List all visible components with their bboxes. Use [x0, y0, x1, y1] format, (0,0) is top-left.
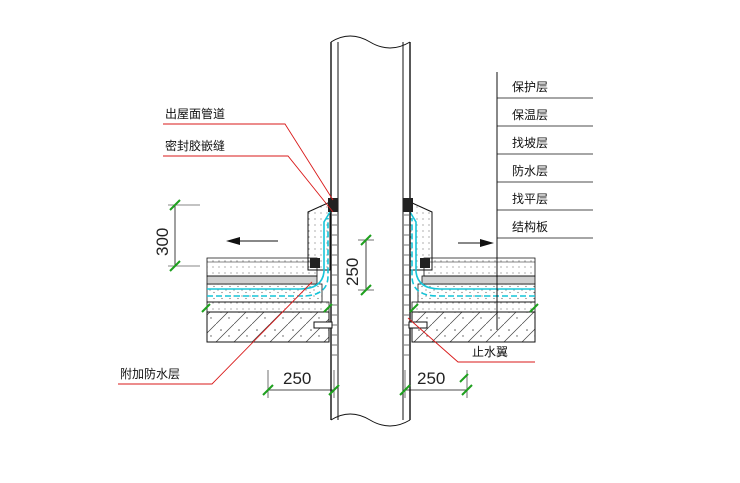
- water-stop-wing: [313, 321, 428, 329]
- waterproof-membrane: [207, 211, 535, 297]
- dimension-250-left: 250: [262, 369, 340, 398]
- layer-legend: 保护层 保温层 找坡层 防水层 找平层 结构板: [496, 72, 593, 330]
- slope-arrow-left: [226, 237, 278, 245]
- dim-label-300: 300: [153, 228, 172, 256]
- dim-label-250-left: 250: [283, 369, 311, 388]
- upstand-left: [307, 201, 331, 271]
- label-sealant: 密封胶嵌缝: [165, 138, 225, 153]
- dim-label-250-vertical: 250: [343, 258, 362, 286]
- label-extra-waterproof: 附加防水层: [120, 366, 180, 381]
- layer-label-slope: 找坡层: [512, 136, 548, 150]
- upstand-right: [409, 201, 433, 271]
- dim-label-250-right: 250: [417, 369, 445, 388]
- roof-slab-right: [411, 257, 536, 343]
- label-pipe: 出屋面管道: [165, 106, 225, 121]
- layer-label-leveling: 找平层: [512, 192, 548, 206]
- leader-lines: [118, 123, 535, 385]
- roof-pipe: [328, 35, 413, 427]
- layer-label-structure: 结构板: [512, 219, 548, 234]
- layer-label-waterproof: 防水层: [512, 163, 548, 178]
- dimension-250-right: 250: [399, 369, 473, 398]
- dimension-250-vertical: 250: [343, 234, 374, 296]
- extension-ticks: [201, 303, 539, 383]
- layer-label-protection: 保护层: [512, 80, 548, 94]
- roof-slab-left: [206, 257, 330, 343]
- label-water-stop: 止水翼: [472, 345, 508, 359]
- dimension-300: 300: [153, 199, 200, 272]
- slope-arrow-right: [458, 239, 494, 247]
- layer-label-insulation: 保温层: [512, 108, 548, 122]
